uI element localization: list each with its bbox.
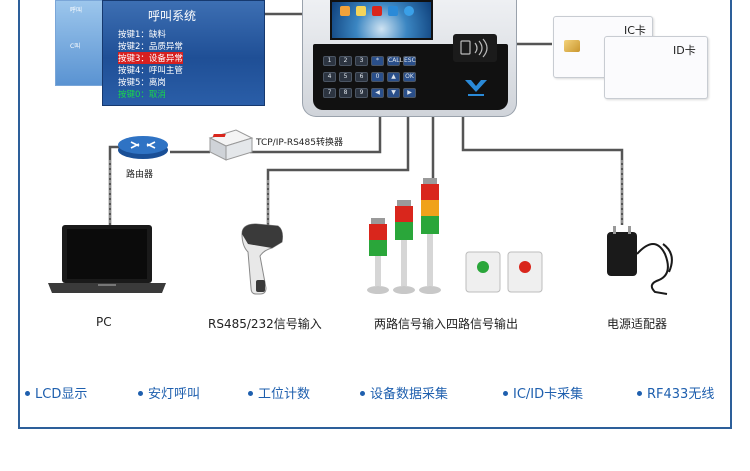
- terminal-lcd: [330, 0, 433, 40]
- menu-item-4: 按键4：呼叫主管: [118, 66, 183, 76]
- keypad-key[interactable]: ▲: [387, 72, 400, 82]
- terminal-logo-icon: [465, 80, 487, 96]
- keypad-key[interactable]: 7: [323, 88, 336, 98]
- menu-item-2: 按键2：品质异常: [118, 42, 183, 52]
- pc-label: PC: [96, 315, 112, 329]
- lcd-icon-3: [372, 6, 382, 16]
- converter-icon: [208, 129, 254, 161]
- feature-data-text: 设备数据采集: [370, 387, 449, 402]
- menu-title: 呼叫系统: [148, 9, 197, 23]
- lcd-icon-1: [340, 6, 350, 16]
- bullet-icon: [248, 391, 253, 396]
- call-menu-screen: 呼叫系统 按键1：缺料 按键2：品质异常 按键3：设备异常 按键4：呼叫主管 按…: [102, 0, 265, 106]
- keypad-key[interactable]: 1: [323, 56, 336, 66]
- keypad-key[interactable]: ▶: [403, 88, 416, 98]
- wire-router-pc: [108, 145, 122, 225]
- wire-terminal-converter: [250, 117, 382, 154]
- power-adapter-icon: [607, 226, 673, 295]
- feature-lcd-text: LCD显示: [35, 387, 88, 402]
- router-label: 路由器: [126, 170, 154, 180]
- id-card-label: ID卡: [673, 44, 696, 57]
- feature-lcd: LCD显示: [25, 383, 87, 402]
- chip-icon: [564, 40, 580, 52]
- bullet-icon: [360, 391, 365, 396]
- tower-light-3: [419, 178, 441, 294]
- keypad-key[interactable]: 4: [323, 72, 336, 82]
- feature-rf-text: RF433无线: [647, 387, 715, 402]
- bullet-icon: [503, 391, 508, 396]
- laptop-icon: [48, 225, 166, 293]
- feature-card: IC/ID卡采集: [503, 383, 583, 402]
- keypad-key[interactable]: ESC: [403, 56, 416, 66]
- scanner-label: RS485/232信号输入: [208, 317, 322, 331]
- diagram-frame: [18, 0, 732, 429]
- menu-item-5: 按键5：离岗: [118, 78, 166, 88]
- keypad-key[interactable]: 9: [355, 88, 368, 98]
- bullet-icon: [637, 391, 642, 396]
- red-push-button: [507, 251, 543, 293]
- card-reader-icon: [453, 34, 497, 62]
- menu-item-0: 按键0：取消: [118, 90, 166, 100]
- feature-andon-text: 安灯呼叫: [148, 387, 201, 402]
- feature-card-text: IC/ID卡采集: [513, 387, 584, 402]
- keypad-key[interactable]: ▼: [387, 88, 400, 98]
- menu-thumbnails: 呼叫 C叫: [55, 0, 105, 86]
- feature-count: 工位计数: [248, 383, 310, 402]
- keypad-key[interactable]: *: [371, 56, 384, 66]
- keypad-key[interactable]: CALL: [387, 56, 403, 66]
- thumb-label-2: C叫: [70, 43, 81, 50]
- keypad-key[interactable]: 2: [339, 56, 352, 66]
- lcd-icon-4: [388, 6, 398, 16]
- bullet-icon: [138, 391, 143, 396]
- tower-light-2: [393, 200, 415, 294]
- barcode-scanner-icon: [241, 223, 283, 295]
- feature-andon: 安灯呼叫: [138, 383, 200, 402]
- tower-lights-icon: [367, 178, 441, 294]
- push-buttons-icon: [465, 251, 543, 293]
- io-label: 两路信号输入四路信号输出: [374, 317, 519, 331]
- feature-count-text: 工位计数: [258, 387, 311, 402]
- menu-item-3: 按键3：设备异常: [118, 52, 183, 64]
- power-label: 电源适配器: [607, 317, 668, 331]
- feature-rf: RF433无线: [637, 383, 714, 402]
- bullet-icon: [25, 391, 30, 396]
- wire-terminal-power: [461, 117, 624, 225]
- keypad-key[interactable]: OK: [403, 72, 416, 82]
- converter-label: TCP/IP-RS485转换器: [256, 138, 343, 148]
- green-push-button: [465, 251, 501, 293]
- lcd-icon-2: [356, 6, 366, 16]
- thumb-label-1: 呼叫: [70, 7, 83, 14]
- keypad-key[interactable]: ◀: [371, 88, 384, 98]
- keypad-key[interactable]: 3: [355, 56, 368, 66]
- keypad-key[interactable]: 8: [339, 88, 352, 98]
- lcd-info-icon: [404, 6, 414, 16]
- keypad-key[interactable]: 0: [371, 72, 384, 82]
- id-card: ID卡: [604, 36, 708, 99]
- ic-card-label: IC卡: [624, 24, 646, 37]
- keypad-key[interactable]: 6: [355, 72, 368, 82]
- tower-light-1: [367, 218, 389, 294]
- feature-data: 设备数据采集: [360, 383, 448, 402]
- menu-item-1: 按键1：缺料: [118, 30, 166, 40]
- router-icon: [118, 136, 168, 159]
- keypad-key[interactable]: 5: [339, 72, 352, 82]
